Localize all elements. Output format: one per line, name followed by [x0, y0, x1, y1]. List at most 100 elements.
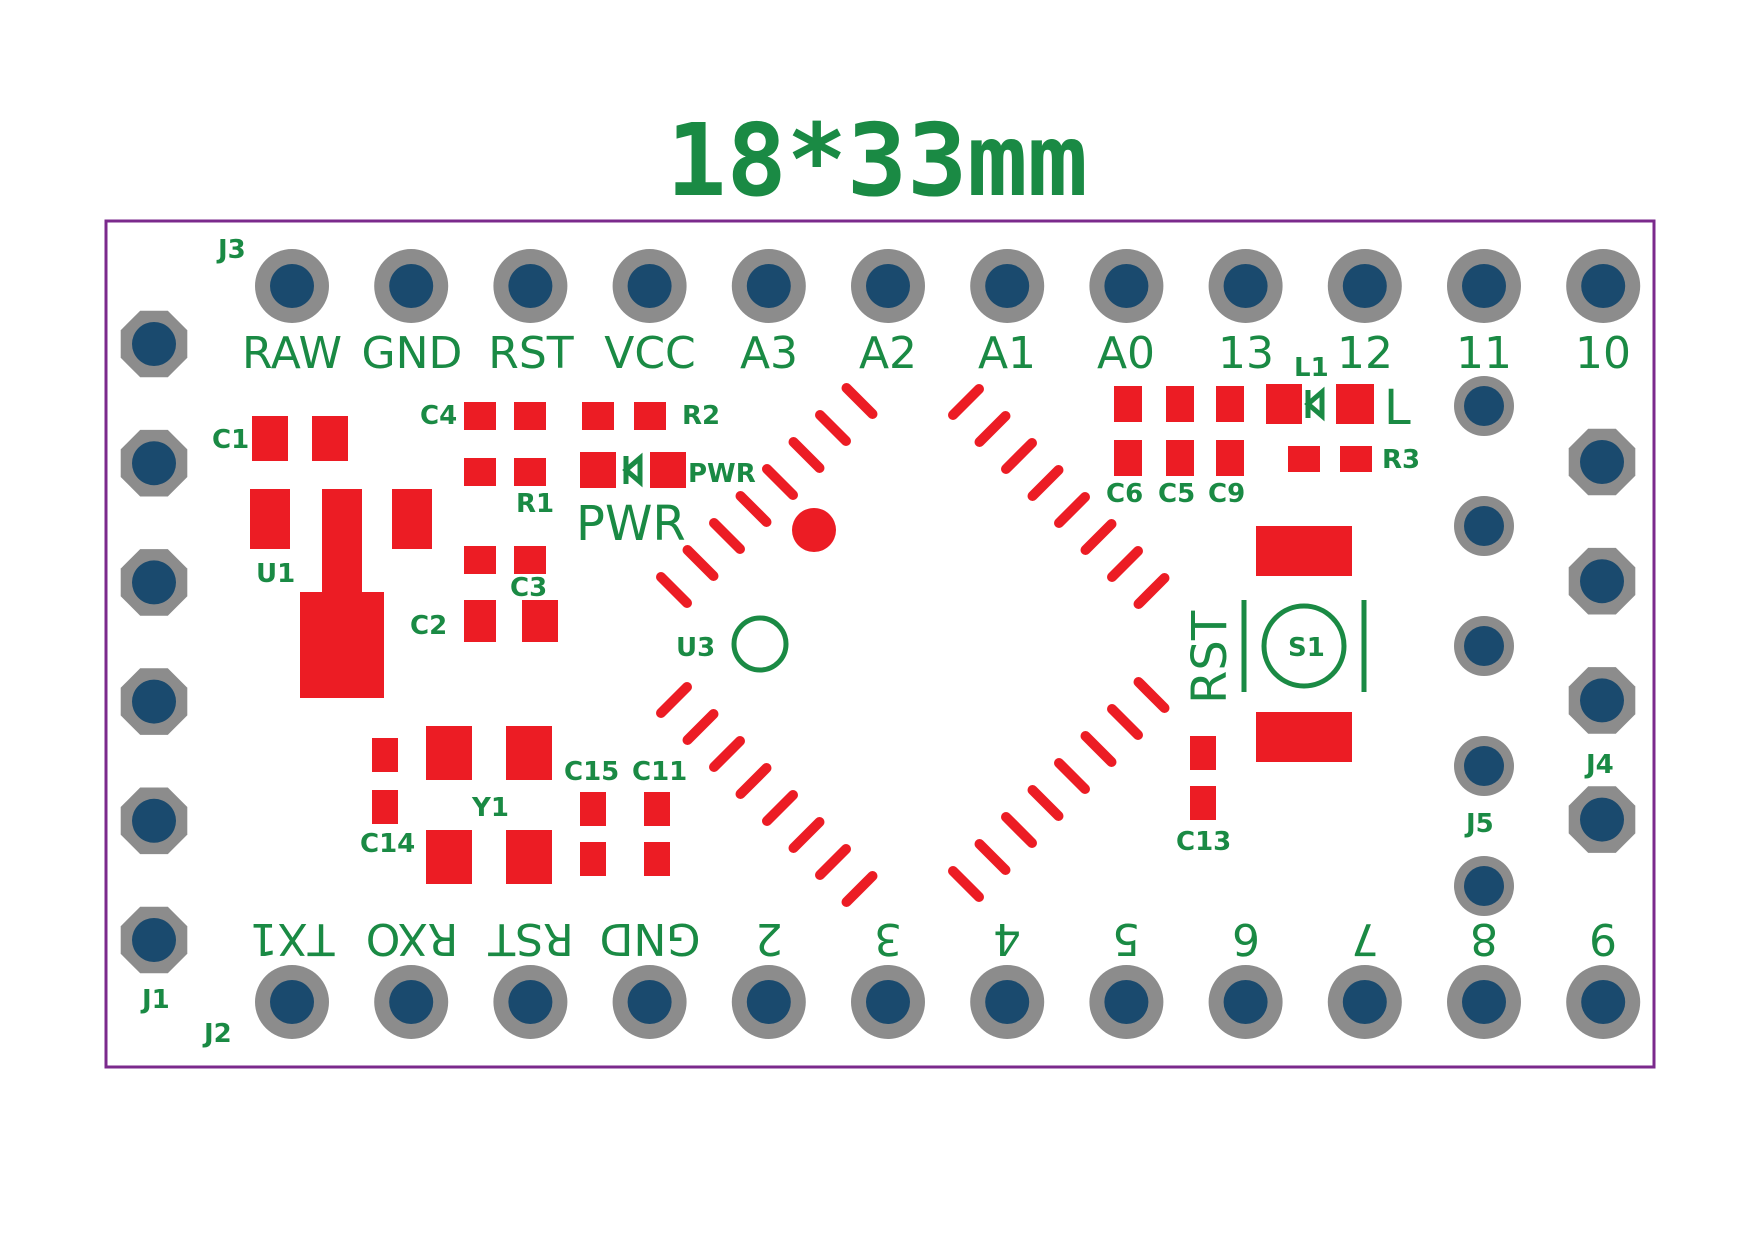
- y1-pad: [426, 830, 472, 884]
- bottom-pin-label: 8: [1470, 913, 1498, 964]
- bottom-pin-label: RXO: [366, 913, 459, 964]
- pad-hole: [1580, 559, 1624, 604]
- u1-tab: [300, 592, 384, 698]
- j4-pad: [1568, 547, 1636, 615]
- j3-pad: [731, 249, 806, 323]
- pad-hole: [132, 798, 176, 843]
- ref-designators: C1 U1 C4 R1 R2 PWR C3 C2 U3 C14 Y1 C15 C…: [212, 353, 1420, 859]
- c13-label: C13: [1176, 827, 1231, 857]
- l-led-label: L: [1384, 380, 1411, 436]
- pwr-diode-symbol: [622, 452, 643, 488]
- top-pin-label: GND: [362, 328, 463, 379]
- j2-pad: [1327, 965, 1402, 1039]
- j5-pad: [1454, 496, 1514, 556]
- u3-pin: [735, 491, 772, 527]
- top-pin-label: 11: [1456, 328, 1512, 379]
- j1-pad: [120, 310, 188, 378]
- u3-pin: [1001, 812, 1037, 848]
- u3-pin: [1080, 519, 1117, 555]
- j2-pad: [1447, 965, 1521, 1039]
- pwr-led-pad: [650, 452, 686, 488]
- u1-pad: [392, 489, 432, 549]
- c1-pad: [312, 416, 348, 461]
- c6-pad: [1114, 386, 1142, 422]
- u3-pin: [1133, 573, 1170, 609]
- c3-label: C3: [510, 573, 547, 603]
- pad-hole: [1462, 980, 1506, 1024]
- bottom-pin-label: 9: [1589, 913, 1617, 964]
- j2-pad: [851, 965, 925, 1039]
- j3-pad: [493, 249, 568, 323]
- u3-pin: [656, 682, 692, 718]
- top-pin-label: RAW: [242, 328, 342, 379]
- c3-pad: [464, 546, 496, 574]
- pad-hole: [508, 980, 553, 1024]
- c9-pad: [1216, 386, 1244, 422]
- u3-pin: [762, 790, 798, 826]
- bottom-pin-label: 3: [874, 913, 902, 964]
- u3-pin: [682, 545, 719, 581]
- u3-pin: [1133, 677, 1170, 713]
- c14-pad: [372, 790, 398, 824]
- j1-label: J1: [140, 985, 170, 1015]
- r1-pad: [464, 458, 496, 486]
- pad-hole: [1342, 264, 1387, 308]
- s1-pad: [1256, 712, 1352, 762]
- r2-pad: [582, 402, 614, 430]
- u3-pin: [735, 763, 772, 799]
- c6-label: C6: [1106, 479, 1143, 509]
- u3-pin: [1027, 785, 1064, 821]
- r1-pad: [514, 458, 546, 486]
- pad-hole: [132, 322, 176, 366]
- pad-hole: [1104, 980, 1149, 1024]
- top-pin-label: RST: [488, 328, 574, 379]
- u3-pin: [948, 384, 984, 420]
- top-pin-label: 10: [1575, 328, 1631, 379]
- pad-hole: [627, 980, 672, 1024]
- c14-pad: [372, 738, 398, 772]
- board-size-title: 18*33mm: [666, 102, 1087, 219]
- s1-ring: [1261, 603, 1347, 689]
- r2-pad: [634, 402, 666, 430]
- u3-pin: [1080, 731, 1117, 767]
- u3-pin: [1054, 492, 1090, 528]
- j3-label: J3: [216, 235, 246, 265]
- c4-pad: [464, 402, 496, 430]
- u3-pin: [709, 518, 745, 554]
- c11-pad: [644, 792, 670, 826]
- j1-pad: [120, 429, 188, 497]
- pad-hole: [866, 264, 910, 308]
- bottom-pin-label: RST: [488, 913, 574, 964]
- pwr-large-label: PWR: [576, 496, 686, 552]
- c15-label: C15: [564, 757, 619, 787]
- l1-pad: [1336, 384, 1374, 424]
- pad-hole: [1464, 386, 1504, 426]
- pad-hole: [508, 264, 553, 308]
- u3-pin: [841, 383, 878, 419]
- top-pin-labels: RAW GND RST VCC A3 A2 A1 A0 13 12 11 10: [242, 328, 1631, 379]
- j1-pad: [120, 787, 188, 855]
- c3-pad: [514, 546, 546, 574]
- top-pin-label: 12: [1337, 328, 1393, 379]
- pad-hole: [1223, 980, 1268, 1024]
- j3-pad: [1566, 249, 1641, 323]
- bottom-pin-label: 5: [1112, 913, 1140, 964]
- u3-pin: [974, 411, 1011, 447]
- j3-pad: [612, 249, 687, 323]
- pad-hole: [1580, 678, 1624, 723]
- j3-pad: [374, 249, 449, 323]
- top-pin-label: A1: [978, 328, 1036, 379]
- j2-pad: [1089, 965, 1164, 1039]
- pad-hole: [1580, 440, 1624, 484]
- pwr-small-label: PWR: [688, 459, 756, 489]
- pad-hole: [1464, 746, 1504, 786]
- top-pin-label: A0: [1097, 328, 1155, 379]
- pad-hole: [270, 980, 314, 1024]
- silk-graphics: [622, 386, 1367, 692]
- j2-pad: [612, 965, 687, 1039]
- j3-pad: [1089, 249, 1164, 323]
- pad-hole: [270, 264, 314, 308]
- pad-hole: [1104, 264, 1149, 308]
- pad-hole: [1464, 506, 1504, 546]
- u3-pin: [1107, 704, 1143, 740]
